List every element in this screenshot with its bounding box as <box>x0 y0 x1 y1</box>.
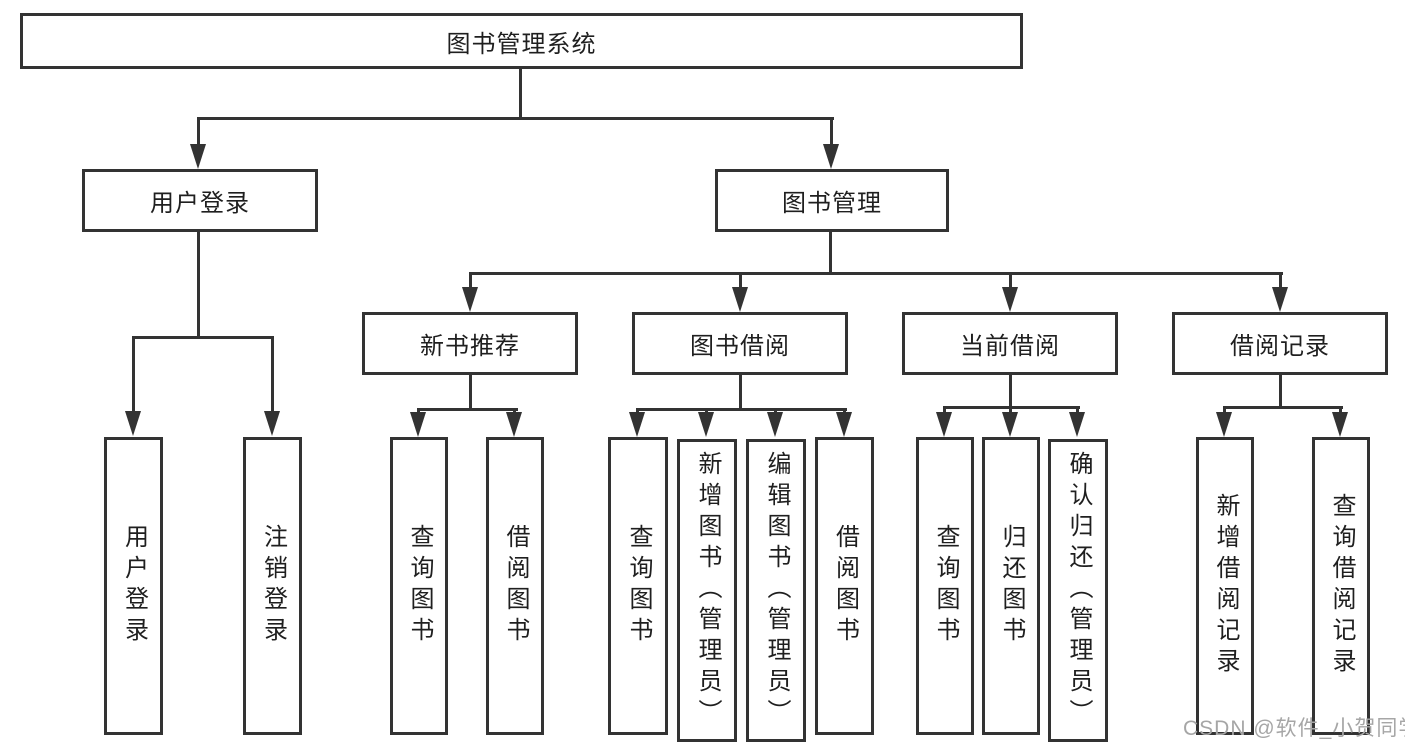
connector-line <box>1076 406 1079 414</box>
connector-line <box>636 408 847 411</box>
connector-arrow-down-icon <box>1332 412 1348 437</box>
leaf-label: 编辑图书（管理员） <box>763 451 790 730</box>
connector-line <box>1279 272 1282 290</box>
connector-arrow-down-icon <box>410 412 426 437</box>
connector-arrow-down-icon <box>1069 412 1085 437</box>
leaf-label: 新增借阅记录 <box>1212 493 1239 679</box>
leaf-label: 借阅图书 <box>831 524 859 648</box>
connector-line <box>739 272 742 290</box>
leaf-add-book-admin: 新增图书（管理员） <box>677 439 737 742</box>
connector-arrow-down-icon <box>836 412 852 437</box>
connector-line <box>469 272 472 290</box>
leaf-label: 注销登录 <box>259 524 287 648</box>
leaf-label: 查询图书 <box>932 524 959 648</box>
connector-line <box>519 69 522 119</box>
connector-arrow-down-icon <box>629 412 645 437</box>
connector-arrow-down-icon <box>125 411 141 436</box>
connector-arrow-down-icon <box>823 144 839 169</box>
connector-arrow-down-icon <box>506 412 522 437</box>
leaf-add-borrow-record: 新增借阅记录 <box>1196 437 1254 735</box>
connector-arrow-down-icon <box>698 412 714 437</box>
connector-line <box>271 336 274 414</box>
connector-arrow-down-icon <box>732 287 748 312</box>
leaf-query-book: 查询图书 <box>608 437 668 735</box>
connector-line <box>197 231 200 338</box>
leaf-logout: 注销登录 <box>243 437 302 735</box>
leaf-return-book: 归还图书 <box>982 437 1040 735</box>
leaf-query-book: 查询图书 <box>916 437 974 735</box>
connector-line <box>830 117 833 147</box>
connector-arrow-down-icon <box>1216 412 1232 437</box>
leaf-label: 用户登录 <box>120 524 148 648</box>
leaf-borrow-book: 借阅图书 <box>815 437 874 735</box>
connector-line <box>132 336 135 414</box>
leaf-label: 归还图书 <box>998 524 1025 648</box>
node-book-borrow: 图书借阅 <box>632 312 848 375</box>
leaf-query-book: 查询图书 <box>390 437 448 735</box>
leaf-label: 查询图书 <box>625 524 652 648</box>
leaf-label: 查询图书 <box>406 524 433 648</box>
connector-line <box>829 231 832 274</box>
leaf-query-borrow-record: 查询借阅记录 <box>1312 437 1370 735</box>
connector-line <box>1009 374 1012 409</box>
leaf-confirm-return-admin: 确认归还（管理员） <box>1048 439 1108 742</box>
leaf-label: 新增图书（管理员） <box>694 451 721 730</box>
node-borrow-record: 借阅记录 <box>1172 312 1388 375</box>
leaf-user-login: 用户登录 <box>104 437 163 735</box>
connector-line <box>1223 406 1343 409</box>
connector-line <box>132 336 274 339</box>
connector-line <box>197 117 200 147</box>
node-label: 借阅记录 <box>1230 333 1330 360</box>
connector-line <box>1009 272 1012 290</box>
node-book-management: 图书管理 <box>715 169 949 232</box>
node-new-book-recommend: 新书推荐 <box>362 312 578 375</box>
leaf-borrow-book: 借阅图书 <box>486 437 544 735</box>
node-library-management-system: 图书管理系统 <box>20 13 1023 69</box>
node-current-borrow: 当前借阅 <box>902 312 1118 375</box>
connector-line <box>739 374 742 410</box>
connector-arrow-down-icon <box>936 412 952 437</box>
connector-line <box>197 117 834 120</box>
connector-line <box>417 408 518 411</box>
connector-arrow-down-icon <box>1002 287 1018 312</box>
node-label: 图书管理系统 <box>446 30 597 58</box>
connector-line <box>943 406 946 414</box>
connector-arrow-down-icon <box>462 287 478 312</box>
csdn-watermark: CSDN @软件_小贺同学 <box>1183 717 1405 740</box>
node-label: 图书管理 <box>782 190 882 217</box>
leaf-label: 查询借阅记录 <box>1328 493 1355 679</box>
leaf-label: 确认归还（管理员） <box>1065 451 1092 730</box>
connector-line <box>1339 406 1342 414</box>
node-label: 当前借阅 <box>960 333 1060 360</box>
connector-line <box>1223 406 1226 414</box>
connector-line <box>1279 374 1282 409</box>
connector-line <box>469 374 472 410</box>
leaf-label: 借阅图书 <box>502 524 529 648</box>
connector-arrow-down-icon <box>767 412 783 437</box>
node-label: 新书推荐 <box>420 333 520 360</box>
connector-arrow-down-icon <box>1272 287 1288 312</box>
node-label: 用户登录 <box>150 190 250 217</box>
connector-arrow-down-icon <box>190 144 206 169</box>
connector-arrow-down-icon <box>1002 412 1018 437</box>
node-label: 图书借阅 <box>690 333 790 360</box>
connector-arrow-down-icon <box>264 411 280 436</box>
node-user-login: 用户登录 <box>82 169 318 232</box>
connector-line <box>469 272 1283 275</box>
connector-line <box>1009 406 1012 414</box>
leaf-edit-book-admin: 编辑图书（管理员） <box>746 439 806 742</box>
